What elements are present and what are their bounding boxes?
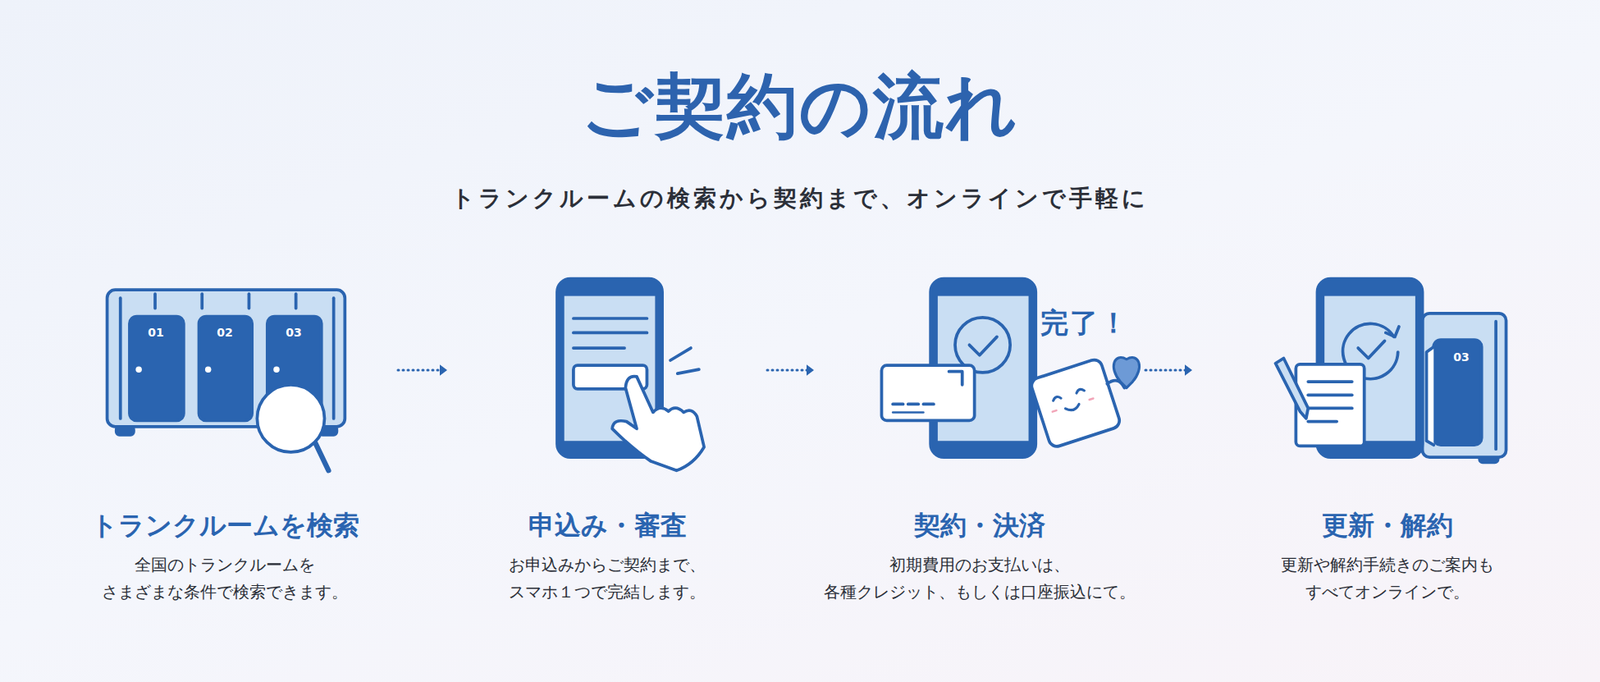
text-line: お申込みからご契約まで、	[508, 551, 706, 579]
door-number: 03	[285, 325, 302, 339]
step-block: トランクルームを検索全国のトランクルームを さまざまな条件で検索できます。	[51, 270, 398, 606]
text-line: 更新や解約手続きのご案内も	[1280, 551, 1495, 579]
text-line: 初期費用のお支払いは、	[823, 551, 1136, 579]
step-description: 全国のトランクルームを さまざまな条件で検索できます。	[101, 551, 348, 606]
step-description: 更新や解約手続きのご案内も すべてオンラインで。	[1280, 551, 1495, 606]
text-line: 各種クレジット、もしくは口座振込にて。	[823, 578, 1136, 606]
text-line: スマホ１つで完結します。	[508, 578, 706, 606]
door-number: 02	[216, 325, 233, 339]
step-title: 申込み・審査	[528, 508, 687, 542]
page-title: ご契約の流れ	[580, 59, 1020, 156]
flow-arrow	[1145, 364, 1193, 376]
text-line: さまざまな条件で検索できます。	[101, 578, 348, 606]
page-subtitle: トランクルームの検索から契約まで、オンラインで手軽に	[451, 182, 1149, 215]
flow-arrow	[397, 364, 448, 376]
step-description: 初期費用のお支払いは、 各種クレジット、もしくは口座振込にて。	[823, 551, 1136, 606]
door-number: 03	[1453, 350, 1469, 364]
step-title: トランクルームを検索	[91, 508, 360, 542]
flow-arrow	[767, 364, 814, 376]
step-title: 契約・決済	[914, 508, 1046, 542]
text-line: 全国のトランクルームを	[101, 551, 348, 579]
step-description: お申込みからご契約まで、 スマホ１つで完結します。	[508, 551, 706, 606]
step-block: 申込み・審査お申込みからご契約まで、 スマホ１つで完結します。	[447, 270, 768, 606]
step-block: 更新・解約更新や解約手続きのご案内も すべてオンラインで。	[1192, 270, 1583, 606]
door-number: 01	[147, 325, 164, 339]
step-title: 更新・解約	[1321, 508, 1454, 542]
text-line: すべてオンラインで。	[1280, 578, 1495, 606]
done-badge: 完了！	[1040, 304, 1130, 343]
